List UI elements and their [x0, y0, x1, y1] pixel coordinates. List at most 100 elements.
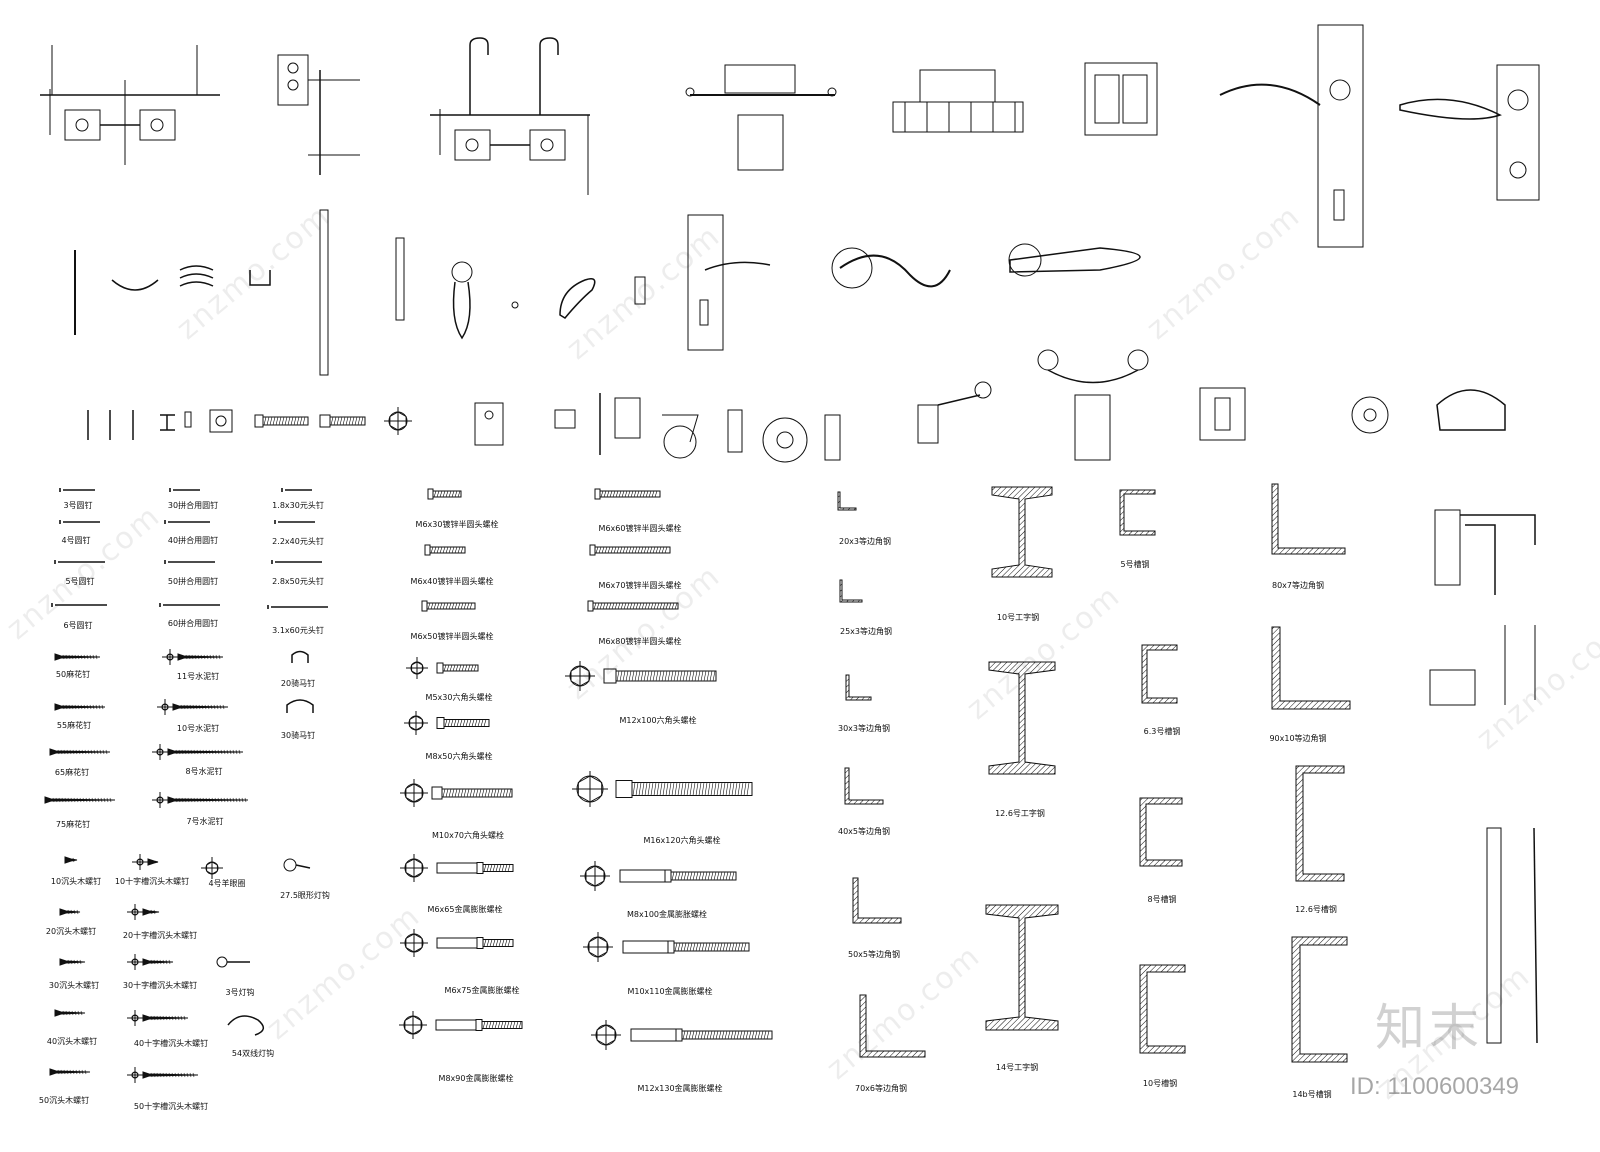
- cross-wood-screw: [156, 1072, 159, 1078]
- twisted-nail: [76, 797, 79, 803]
- part-label: M6x50镀锌半圆头螺栓: [410, 632, 494, 641]
- wood-screw: [70, 909, 73, 915]
- bolt-end-view: [156, 748, 164, 756]
- hex-bolt: [616, 670, 717, 682]
- part-label: 12.6号槽钢: [1295, 905, 1337, 914]
- folded-towel: [919, 69, 996, 103]
- hex-bolt: [706, 670, 710, 682]
- i-beam-section: [991, 486, 1053, 578]
- hex-bolt: [725, 782, 729, 796]
- wood-screw: [67, 909, 70, 915]
- wood-screw: [62, 1010, 65, 1016]
- expansion-bolt: [719, 871, 723, 881]
- hex-bolt: [603, 668, 617, 684]
- twisted-nail: [92, 654, 95, 660]
- wood-screw: [72, 857, 75, 863]
- expansion-bolt: [724, 1030, 728, 1040]
- expansion-bolt: [727, 1030, 731, 1040]
- part-label: 6.3号槽钢: [1143, 727, 1181, 736]
- hex-bolt: [478, 788, 482, 798]
- concrete-nail: [200, 654, 203, 660]
- expansion-bolt: [691, 1030, 695, 1040]
- twisted-nail: [102, 749, 105, 755]
- concrete-nail: [190, 749, 193, 755]
- galvanized-bolt: [613, 546, 617, 554]
- galvanized-bolt: [430, 546, 434, 554]
- galvanized-bolt: [606, 490, 610, 498]
- hex-bolt: [634, 670, 638, 682]
- hinge-plate: [139, 109, 176, 141]
- twisted-nail: [91, 797, 94, 803]
- twisted-nail: [97, 797, 100, 803]
- shelf-basket: [892, 101, 1024, 133]
- galvanized-bolt: [616, 546, 620, 554]
- hex-bolt: [688, 670, 692, 682]
- hex-bolt: [471, 719, 475, 727]
- galvanized-bolt: [427, 602, 431, 610]
- expansion-bolt: [677, 871, 681, 881]
- bolt: [254, 414, 264, 428]
- twisted-nail: [86, 704, 89, 710]
- galvanized-bolt: [639, 490, 643, 498]
- channel-section: [1295, 765, 1345, 882]
- hex-bolt: [664, 670, 668, 682]
- hex-bolt: [449, 664, 453, 672]
- part-label: 25x3等边角钢: [839, 627, 893, 636]
- mounting-plate: [474, 402, 504, 446]
- concrete-nail: [181, 797, 184, 803]
- staple-nail: [291, 650, 309, 663]
- hex-bolt: [646, 670, 650, 682]
- concrete-nail: [180, 704, 183, 710]
- bolt: [342, 416, 346, 426]
- twisted-nail: [86, 654, 89, 660]
- knob: [511, 301, 519, 309]
- bolt-end-view: [570, 665, 590, 687]
- equal-angle-section: [859, 994, 926, 1058]
- part-label: 7号水泥钉: [186, 817, 224, 826]
- part-label: 4号羊眼圈: [208, 879, 246, 888]
- galvanized-bolt: [439, 490, 443, 498]
- twisted-nail: [60, 749, 63, 755]
- galvanized-bolt: [620, 602, 624, 610]
- hex-bolt: [728, 782, 732, 796]
- galvanized-bolt: [589, 544, 596, 556]
- expansion-bolt: [482, 1021, 523, 1029]
- expansion-bolt: [719, 942, 723, 952]
- concrete-nail: [217, 797, 220, 803]
- twisted-nail: [88, 797, 91, 803]
- expansion-bolt: [742, 1030, 746, 1040]
- concrete-nail: [202, 797, 205, 803]
- wood-screw: [81, 1069, 84, 1075]
- hinge-screw: [150, 118, 164, 132]
- galvanized-bolt: [661, 546, 665, 554]
- twisted-nail: [64, 797, 67, 803]
- expansion-bolt: [695, 942, 699, 952]
- hex-bolt: [734, 782, 738, 796]
- galvanized-bolt: [433, 490, 462, 498]
- concrete-nail: [177, 653, 224, 661]
- expansion-bolt: [730, 1030, 734, 1040]
- part-label: 12.6号工字钢: [995, 809, 1045, 818]
- wood-screw: [68, 1010, 71, 1016]
- hinge-screw: [465, 138, 479, 152]
- concrete-nail: [205, 797, 208, 803]
- bolt: [263, 416, 309, 426]
- concrete-nail: [214, 797, 217, 803]
- twisted-nail: [72, 749, 75, 755]
- lock-plate: [687, 214, 724, 351]
- part-label: 65麻花钉: [54, 768, 90, 777]
- hex-bolt: [685, 670, 689, 682]
- part-label: 20骑马钉: [280, 679, 316, 688]
- expansion-bolt: [674, 942, 750, 952]
- concrete-nail: [213, 704, 216, 710]
- bolt: [354, 416, 358, 426]
- part-label: 2.8x50元头钉: [272, 577, 324, 586]
- part-label: M6x40镀锌半圆头螺栓: [410, 577, 494, 586]
- part-label: 11号水泥钉: [176, 672, 220, 681]
- hinge-plate: [614, 397, 641, 439]
- bolt: [293, 416, 297, 426]
- channel-section: [1291, 936, 1348, 1063]
- expansion-bolt: [734, 942, 738, 952]
- fitting-arm: [937, 394, 981, 406]
- expansion-bolt: [500, 1021, 504, 1029]
